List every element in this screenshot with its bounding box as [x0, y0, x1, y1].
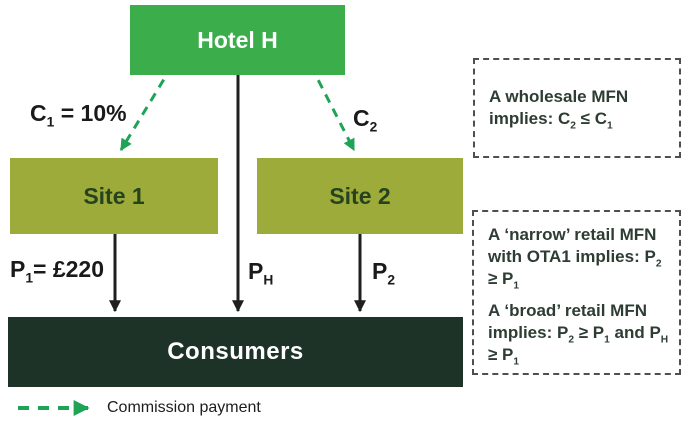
commission-c2-label: C2 [353, 105, 378, 135]
price-ph-label: PH [248, 258, 274, 288]
price-p1-label: P1= £220 [10, 256, 105, 286]
commission-c1-label: C1 = 10% [30, 100, 127, 130]
broad-mfn-text: A ‘broad’ retail MFN implies: P2 ≥ P1 an… [488, 301, 669, 368]
site2-node: Site 2 [257, 158, 463, 234]
site1-node: Site 1 [10, 158, 218, 234]
commission-arrow-hotel-to-site2 [309, 65, 356, 152]
narrow-mfn-text: A ‘narrow’ retail MFN with OTA1 implies:… [488, 225, 662, 291]
retail-mfn-note: A ‘narrow’ retail MFN with OTA1 implies:… [472, 210, 681, 375]
wholesale-mfn-text: A wholesale MFN implies: C2 ≤ C1 [489, 87, 629, 132]
price-p2-label: P2 [372, 258, 396, 288]
hotel-node: Hotel H [130, 5, 345, 75]
commission-arrow-hotel-to-site1 [119, 65, 174, 152]
wholesale-mfn-note: A wholesale MFN implies: C2 ≤ C1 [473, 58, 681, 158]
site1-label: Site 1 [83, 182, 145, 209]
consumers-label: Consumers [167, 338, 304, 365]
legend-label: Commission payment [107, 399, 261, 416]
site2-label: Site 2 [329, 182, 391, 209]
consumers-node: Consumers [8, 317, 463, 387]
hotel-label: Hotel H [197, 26, 278, 53]
